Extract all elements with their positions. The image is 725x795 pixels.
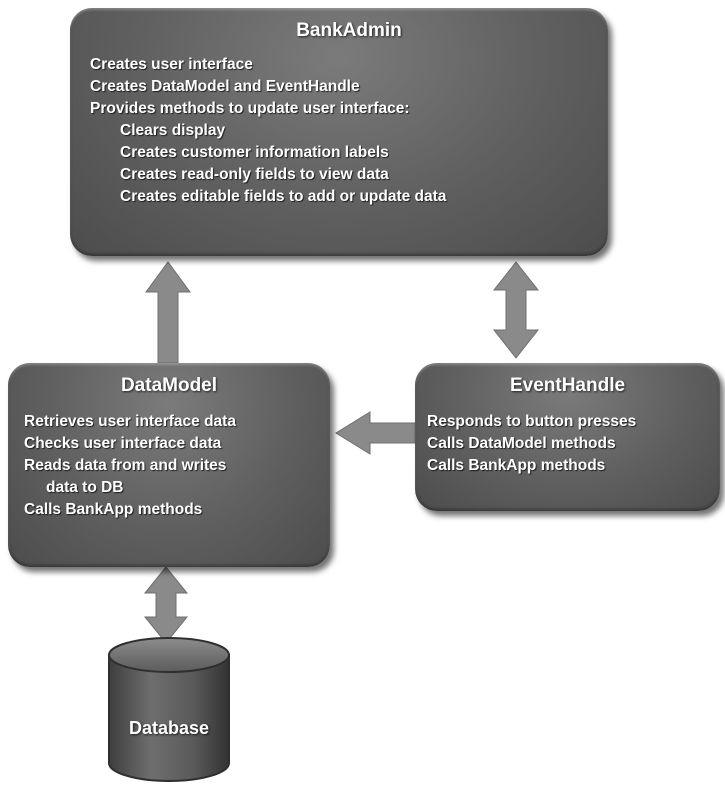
datamodel-subline: data to DB bbox=[46, 479, 124, 496]
bankadmin-title: BankAdmin bbox=[296, 20, 402, 41]
arrow-bankadmin-eventhandle bbox=[492, 261, 540, 359]
database-cylinder-icon bbox=[108, 637, 230, 782]
bankadmin-responsibilities: Creates user interface Creates DataModel… bbox=[90, 54, 608, 208]
arrow-datamodel-database bbox=[143, 566, 189, 644]
arrow-eventhandle-to-datamodel bbox=[335, 411, 416, 455]
bankadmin-line: Creates DataModel and EventHandle bbox=[90, 78, 360, 95]
datamodel-line: Checks user interface data bbox=[24, 435, 222, 452]
bankadmin-subline: Creates customer information labels bbox=[120, 144, 389, 161]
datamodel-node: DataModel Retrieves user interface data … bbox=[8, 363, 330, 567]
eventhandle-responsibilities: Responds to button presses Calls DataMod… bbox=[427, 411, 720, 477]
datamodel-title: DataModel bbox=[120, 375, 218, 396]
bankadmin-subline: Creates read-only fields to view data bbox=[120, 166, 389, 183]
eventhandle-line: Responds to button presses bbox=[427, 413, 637, 430]
datamodel-responsibilities: Retrieves user interface data Checks use… bbox=[24, 411, 330, 521]
bankadmin-line: Provides methods to update user interfac… bbox=[90, 100, 410, 117]
eventhandle-line: Calls BankApp methods bbox=[427, 457, 606, 474]
datamodel-line: Calls BankApp methods bbox=[24, 501, 203, 518]
bankadmin-node: BankAdmin Creates user interface Creates… bbox=[70, 8, 608, 256]
bankadmin-line: Creates user interface bbox=[90, 56, 253, 73]
datamodel-line: Retrieves user interface data bbox=[24, 413, 236, 430]
arrow-datamodel-to-bankadmin bbox=[145, 261, 191, 364]
database-label: Database bbox=[128, 718, 210, 738]
bankadmin-subline: Creates editable fields to add or update… bbox=[120, 188, 447, 205]
eventhandle-title: EventHandle bbox=[509, 375, 626, 396]
eventhandle-node: EventHandle Responds to button presses C… bbox=[415, 363, 720, 511]
eventhandle-line: Calls DataModel methods bbox=[427, 435, 616, 452]
bankadmin-subline: Clears display bbox=[120, 122, 226, 139]
datamodel-line: Reads data from and writes bbox=[24, 457, 227, 474]
